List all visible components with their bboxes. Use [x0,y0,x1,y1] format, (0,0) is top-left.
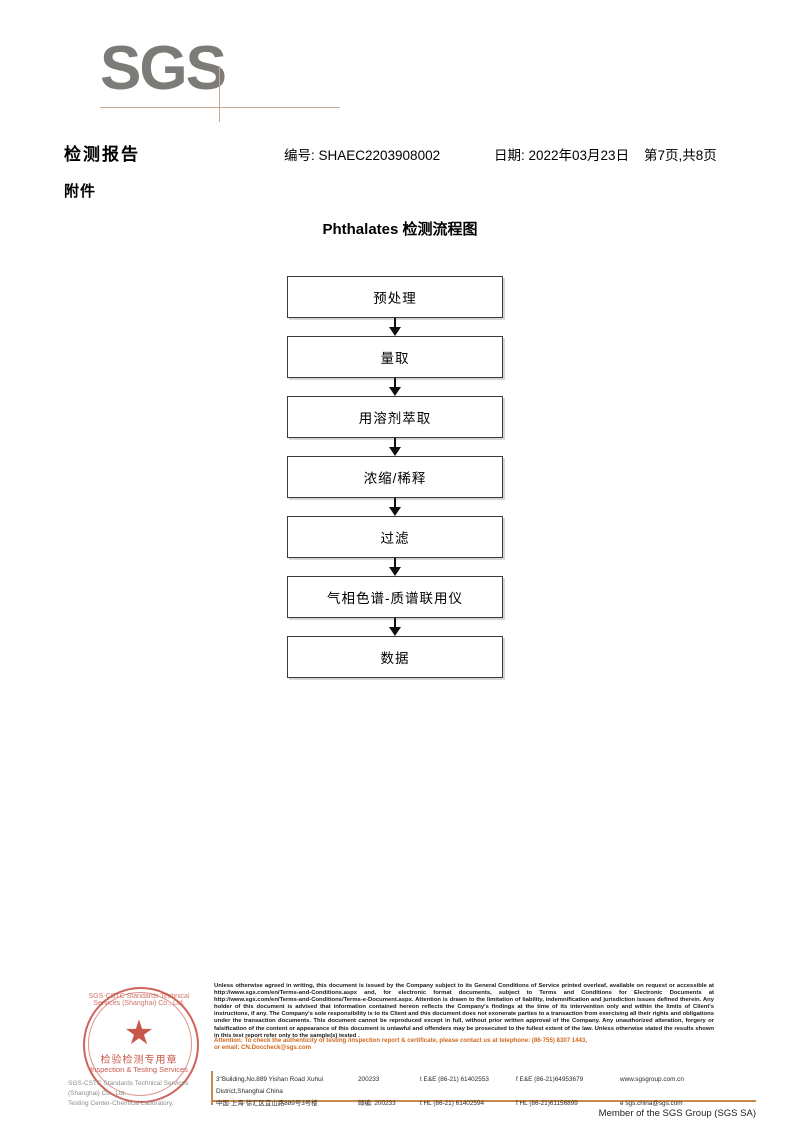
flow-arrow-4 [287,498,503,516]
arrow-shaft [394,378,396,390]
flow-step-5: 过滤 [287,516,503,558]
page-count: 第7页,共8页 [644,148,717,163]
flow-arrow-3 [287,438,503,456]
address-zip-en: 200233 [358,1076,380,1083]
inspection-seal-stamp: SGS-CSTC Standards Technical Services (S… [83,987,199,1103]
arrow-shaft [394,498,396,510]
flow-arrow-6 [287,618,503,636]
member-of-group-line: Member of the SGS Group (SGS SA) [598,1108,756,1119]
seal-arc-text: SGS-CSTC Standards Technical Services (S… [88,993,190,1007]
flow-step-4: 浓缩/稀释 [287,456,503,498]
arrow-head-icon [389,567,401,576]
page-title: 检测报告 [64,145,140,164]
address-contact-block: 3"Building,No.889 Yishan Road Xuhui Dist… [216,1074,756,1110]
flowchart-title: Phthalates 检测流程图 [322,221,478,238]
address-zip-cn: 邮编: 200233 [358,1100,396,1107]
address-street-cn: 中国·上海·徐汇区宜山路889号3号楼 [216,1100,318,1107]
address-row-chinese: 中国·上海·徐汇区宜山路889号3号楼 邮编: 200233 t HL (86-… [216,1098,756,1110]
seal-inner-ring [88,992,192,1096]
address-fax-cn: f HL (86-21)61156899 [516,1100,578,1107]
document-footer: SGS-CSTC Standards Technical Services (S… [0,975,800,1131]
flow-step-2: 量取 [287,336,503,378]
flow-step-3: 用溶剂萃取 [287,396,503,438]
arrow-shaft [394,438,396,450]
seal-outer-ring [83,987,199,1103]
arrow-head-icon [389,447,401,456]
sgs-wordmark: SGS [100,34,227,103]
attention-line-1: Attention: To check the authenticity of … [214,1037,588,1044]
footer-horizontal-rule [211,1100,756,1102]
logo-horizontal-rule [100,107,340,108]
arrow-head-icon [389,507,401,516]
flow-arrow-5 [287,558,503,576]
address-website: www.sgsgroup.com.cn [620,1076,684,1083]
flow-step-1: 预处理 [287,276,503,318]
flow-box-solvent-extraction: 用溶剂萃取 [287,396,503,438]
report-number: 编号: SHAEC2203908002 [284,148,441,163]
address-email: e sgs.china@sgs.com [620,1100,683,1107]
arrow-shaft [394,558,396,570]
flow-box-measure: 量取 [287,336,503,378]
address-tel-cn: t HL (86-21) 61402594 [420,1100,485,1107]
footer-vertical-divider [211,1071,213,1105]
attention-notice: Attention: To check the authenticity of … [214,1037,714,1052]
address-fax-en: f E&E (86-21)64953679 [516,1076,584,1083]
flow-step-7: 数据 [287,636,503,678]
company-name-line1: SGS-CSTC Standards Technical Services (S… [68,1080,189,1097]
attachment-label: 附件 [64,183,97,200]
company-name-line2: Testing Center-Chemical Laboratory. [68,1100,174,1107]
arrow-head-icon [389,327,401,336]
logo-vertical-rule [219,66,220,122]
flow-box-gcms: 气相色谱-质谱联用仪 [287,576,503,618]
flowchart: 预处理 量取 用溶剂萃取 浓缩/稀释 过滤 气相色谱-质谱联用仪 数据 [287,276,503,678]
flow-box-pretreatment: 预处理 [287,276,503,318]
sgs-logo: SGS [100,38,360,128]
arrow-shaft [394,618,396,630]
arrow-shaft [394,318,396,330]
seal-chinese-text: 检验检测专用章 [100,1055,178,1066]
address-street-en: 3"Building,No.889 Yishan Road Xuhui Dist… [216,1076,324,1095]
flow-box-concentration-dilution: 浓缩/稀释 [287,456,503,498]
flow-box-filtration: 过滤 [287,516,503,558]
arrow-head-icon [389,387,401,396]
flow-step-6: 气相色谱-质谱联用仪 [287,576,503,618]
document-header: 检测报告 编号: SHAEC2203908002 日期: 2022年03月23日… [64,140,744,166]
company-name-block: SGS-CSTC Standards Technical Services (S… [68,1079,218,1109]
report-date: 日期: 2022年03月23日 [494,148,630,163]
flow-arrow-1 [287,318,503,336]
flow-box-data: 数据 [287,636,503,678]
flow-arrow-2 [287,378,503,396]
attention-line-2: or email: CN.Doccheck@sgs.com [214,1044,312,1052]
seal-english-text: Inspection & Testing Services [90,1065,188,1074]
address-row-english: 3"Building,No.889 Yishan Road Xuhui Dist… [216,1074,756,1098]
legal-terms-text: Unless otherwise agreed in writing, this… [214,983,714,1039]
star-icon: ★ [123,1014,155,1052]
arrow-head-icon [389,627,401,636]
address-tel-en: t E&E (86-21) 61402553 [420,1076,489,1083]
